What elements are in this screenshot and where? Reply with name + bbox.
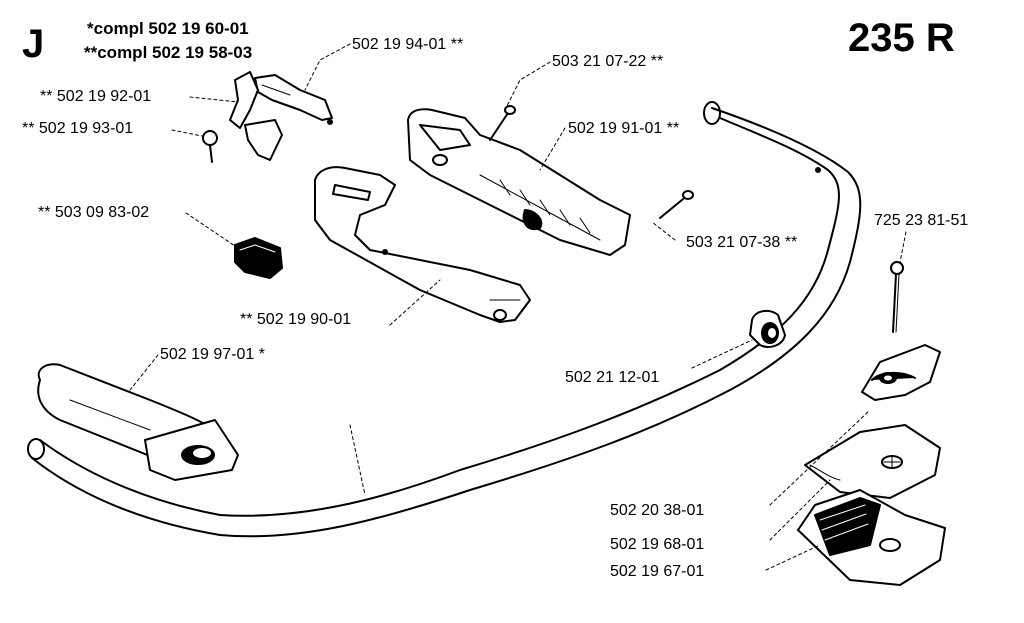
part-label: 502 19 67-01: [610, 563, 705, 580]
part-label: ** 502 19 90-01: [240, 311, 352, 328]
part-label: 502 20 38-01: [610, 502, 705, 519]
compl-assembly-2: **compl 502 19 58-03: [84, 43, 253, 62]
model-title: 235 R: [848, 16, 955, 60]
part-label: ** 503 09 83-02: [38, 204, 150, 221]
part-label: 502 19 68-01: [610, 536, 705, 553]
rubber-pad: [805, 425, 940, 498]
part-label: ** 502 19 92-01: [40, 88, 152, 105]
screw-503-21-07-22: [490, 106, 515, 140]
part-label: ** 502 19 93-01: [22, 120, 134, 137]
base-plate: [798, 490, 945, 585]
part-label: 502 21 12-01: [565, 369, 660, 386]
part-label: 502 19 97-01 *: [160, 346, 265, 363]
screw-503-21-07-38: [660, 191, 693, 218]
handle-upper-half: [408, 109, 630, 255]
compl-assembly-1: *compl 502 19 60-01: [87, 19, 249, 38]
throttle-lever: [255, 75, 333, 125]
spring-part: [203, 131, 217, 162]
part-label: 503 21 07-22 **: [552, 53, 664, 70]
leader-lines: [130, 44, 906, 570]
left-grip: [38, 364, 238, 480]
clamp-plate-upper: [862, 345, 940, 400]
stop-switch: [235, 238, 282, 278]
part-label: 502 19 91-01 **: [568, 120, 680, 137]
throttle-lock: [230, 72, 282, 160]
cable-clamp: [750, 311, 785, 347]
handle-lower-half: [315, 167, 530, 322]
part-label: 503 21 07-38 **: [686, 234, 798, 251]
part-label: 502 19 94-01 **: [352, 36, 464, 53]
section-letter: J: [22, 22, 45, 66]
bolt: [891, 262, 903, 332]
handlebar-tube: [28, 102, 860, 536]
part-label: 725 23 81-51: [874, 212, 969, 229]
